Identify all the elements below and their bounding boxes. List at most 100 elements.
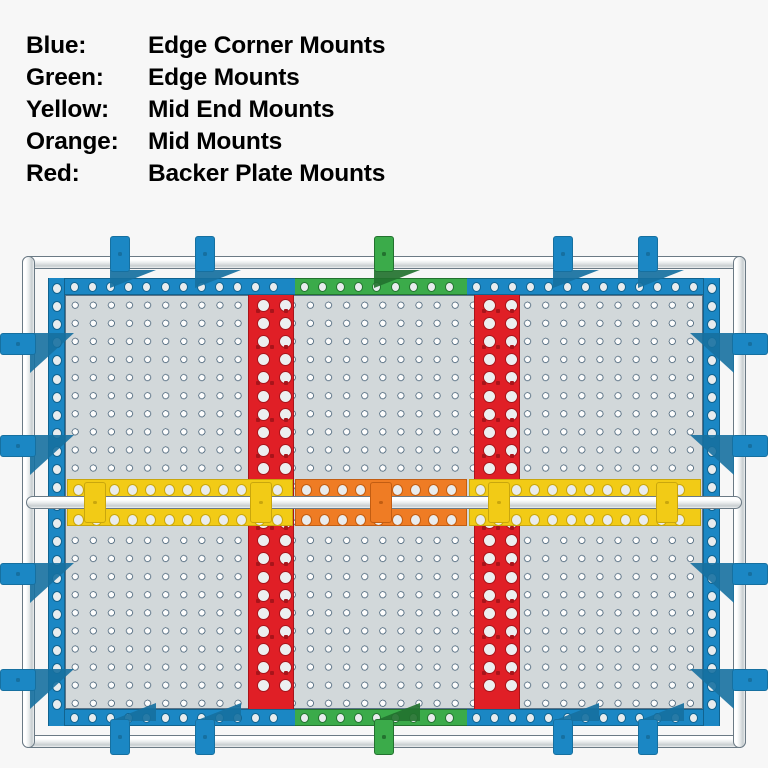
mid-mount-hole	[319, 514, 331, 526]
edge-strip-hole	[472, 282, 481, 292]
mid-end-mount-hole	[127, 514, 139, 526]
edge-strip-hole	[707, 626, 717, 638]
mid-end-mount-hole	[272, 514, 284, 526]
backer-vent-hole	[284, 526, 288, 531]
edge-strip-hole	[508, 282, 518, 292]
backer-hole	[483, 552, 496, 566]
backer-hole	[257, 443, 270, 457]
edge-mount-hole	[408, 282, 418, 292]
mid-mount-hole	[355, 484, 367, 496]
backer-vent-hole	[256, 562, 260, 567]
edge-strip-hole	[508, 713, 518, 723]
backer-vent-hole	[270, 526, 274, 531]
backer-hole	[279, 570, 292, 584]
backer-vent-hole	[496, 598, 500, 603]
backer-vent-hole	[284, 634, 288, 639]
backer-vent-hole	[284, 598, 288, 603]
legend-color-name: Green:	[26, 64, 104, 91]
mid-mount-clamp-center	[370, 482, 392, 523]
edge-strip-hole	[52, 482, 62, 494]
backer-vent-hole	[496, 453, 500, 458]
edge-mount-hole	[354, 713, 364, 723]
legend-label: Mid End Mounts	[148, 96, 335, 123]
backer-hole	[257, 299, 270, 312]
edge-strip-hole	[707, 518, 717, 530]
backer-vent-hole	[256, 345, 260, 350]
backer-hole	[279, 642, 292, 656]
backer-vent-hole	[270, 562, 274, 567]
mid-end-mount-hole	[217, 484, 229, 496]
edge-strip-hole	[52, 699, 62, 711]
backer-vent-hole	[496, 526, 500, 531]
backer-vent-hole	[510, 453, 514, 458]
backer-vent-hole	[270, 381, 274, 386]
mount-tab-pin	[16, 444, 20, 448]
edge-strip-hole	[52, 319, 62, 331]
backer-hole	[279, 679, 292, 693]
backer-vent-hole	[284, 417, 288, 422]
edge-mount-hole	[354, 282, 364, 292]
mid-mount-hole	[409, 484, 421, 496]
mount-tab-bottom-4	[638, 719, 658, 755]
backer-vent-hole	[482, 598, 486, 603]
mid-mount-hole	[391, 484, 403, 496]
backer-hole	[257, 534, 270, 548]
edge-strip-hole	[52, 626, 62, 638]
backer-hole	[483, 335, 496, 349]
backer-hole	[483, 371, 496, 385]
backer-hole	[257, 371, 270, 385]
mount-tab-pin	[646, 252, 650, 256]
edge-strip-hole	[707, 319, 717, 331]
mid-end-mount-hole	[637, 514, 649, 526]
backer-vent-hole	[256, 417, 260, 422]
backer-vent-hole	[482, 634, 486, 639]
backer-hole	[257, 317, 270, 331]
backer-hole	[483, 461, 496, 475]
clamp-pin	[497, 500, 501, 505]
mid-end-mount-hole	[583, 484, 595, 496]
backer-vent-hole	[496, 634, 500, 639]
edge-mount-hole	[444, 713, 454, 723]
mid-end-mount-hole	[565, 514, 577, 526]
mount-tab-pin	[16, 572, 20, 576]
mount-tab-pin	[561, 252, 565, 256]
mid-mount-hole	[319, 484, 331, 496]
mount-tab-bottom-1	[195, 719, 215, 755]
mid-end-mount-hole	[529, 484, 541, 496]
mid-end-mount-hole	[511, 514, 523, 526]
edge-strip-hole	[232, 282, 242, 292]
edge-corner-strip-top-left	[65, 278, 295, 295]
backer-hole	[483, 353, 496, 367]
edge-mount-hole	[318, 713, 328, 723]
edge-strip-hole	[269, 282, 279, 292]
mid-mount-hole	[427, 484, 439, 496]
backer-hole	[505, 679, 518, 693]
mid-end-mount-hole	[565, 484, 577, 496]
mid-end-mount-hole	[163, 484, 175, 496]
mount-tab-pin	[16, 678, 20, 682]
backer-hole	[257, 679, 270, 693]
mid-end-clamp-right-a	[488, 482, 510, 523]
legend-row: Green: Edge Mounts	[26, 64, 496, 96]
edge-strip-hole	[707, 464, 717, 475]
edge-strip-hole	[70, 282, 79, 292]
legend-row: Red: Backer Plate Mounts	[26, 160, 496, 192]
mount-tab-top-2	[374, 236, 394, 272]
legend-color-name: Blue:	[26, 32, 87, 59]
edge-strip-hole	[52, 283, 62, 294]
edge-strip-hole	[52, 409, 62, 421]
edge-strip-hole	[52, 518, 62, 530]
edge-strip-hole	[178, 282, 188, 292]
mount-tab-pin	[561, 735, 565, 739]
mount-tab-top-4	[638, 236, 658, 272]
edge-strip-hole	[580, 282, 590, 292]
backer-vent-hole	[270, 671, 274, 675]
backer-vent-hole	[482, 671, 486, 675]
backer-hole	[505, 461, 518, 475]
backer-vent-hole	[482, 345, 486, 350]
mid-end-mount-hole	[127, 484, 139, 496]
edge-mount-hole	[390, 282, 400, 292]
edge-strip-hole	[616, 713, 626, 723]
backer-hole	[257, 606, 270, 620]
backer-hole	[483, 606, 496, 620]
